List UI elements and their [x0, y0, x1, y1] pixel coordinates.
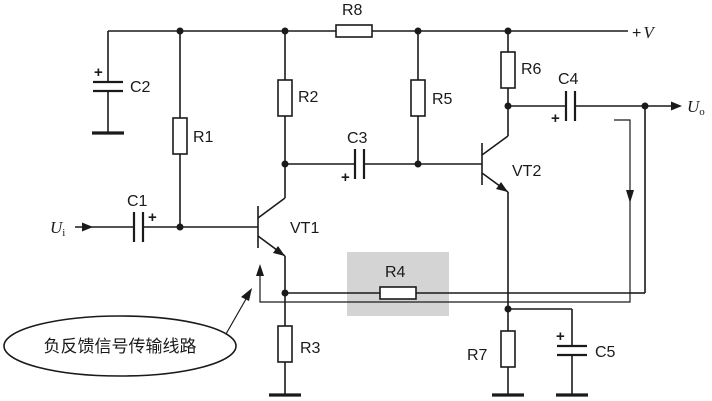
- vt1-label: VT1: [290, 220, 319, 237]
- vt2-label: VT2: [512, 163, 541, 180]
- input-label: Ui: [50, 218, 65, 239]
- output-label: Uo: [687, 97, 705, 118]
- c1-capacitor: [132, 212, 145, 242]
- c5-capacitor: [557, 344, 587, 357]
- c5-polarity: +: [556, 328, 565, 345]
- r2-resistor: [277, 79, 293, 117]
- callout-bubble: [3, 288, 252, 377]
- r3-label: R3: [300, 340, 321, 357]
- c1-label: C1: [127, 193, 148, 210]
- r4-resistor: [379, 286, 417, 300]
- vt2-transistor: [481, 135, 509, 193]
- r6-label: R6: [521, 61, 542, 78]
- r7-resistor: [500, 330, 516, 368]
- r1-label: R1: [193, 129, 214, 146]
- c4-capacitor: [564, 91, 577, 121]
- callout-text: 负反馈信号传输线路: [44, 337, 197, 357]
- vt1-transistor: [257, 197, 286, 257]
- r5-resistor: [410, 79, 426, 117]
- supply-label: +V: [632, 23, 656, 42]
- input-arrow: [82, 222, 93, 232]
- r7-label: R7: [467, 347, 488, 364]
- c5-label: C5: [595, 344, 616, 361]
- r1-resistor: [172, 117, 188, 155]
- r6-resistor: [500, 51, 516, 89]
- c2-polarity: +: [94, 64, 103, 81]
- c3-polarity: +: [341, 169, 350, 186]
- output-arrow: [671, 101, 682, 111]
- c2-label: C2: [130, 79, 151, 96]
- c3-label: C3: [347, 130, 368, 147]
- r8-label: R8: [342, 2, 363, 19]
- r4-label: R4: [385, 264, 406, 281]
- feedback-highlight-box: [347, 252, 449, 316]
- r2-label: R2: [298, 89, 319, 106]
- r5-label: R5: [432, 91, 453, 108]
- r3-resistor: [277, 325, 293, 363]
- c4-label: C4: [558, 71, 579, 88]
- c1-polarity: +: [148, 209, 157, 226]
- c3-capacitor: [353, 149, 366, 179]
- junction-dots: [176, 27, 649, 313]
- feedback-path: [256, 119, 634, 303]
- c2-capacitor: [93, 80, 123, 93]
- c4-polarity: +: [551, 110, 560, 127]
- r8-resistor: [335, 24, 373, 38]
